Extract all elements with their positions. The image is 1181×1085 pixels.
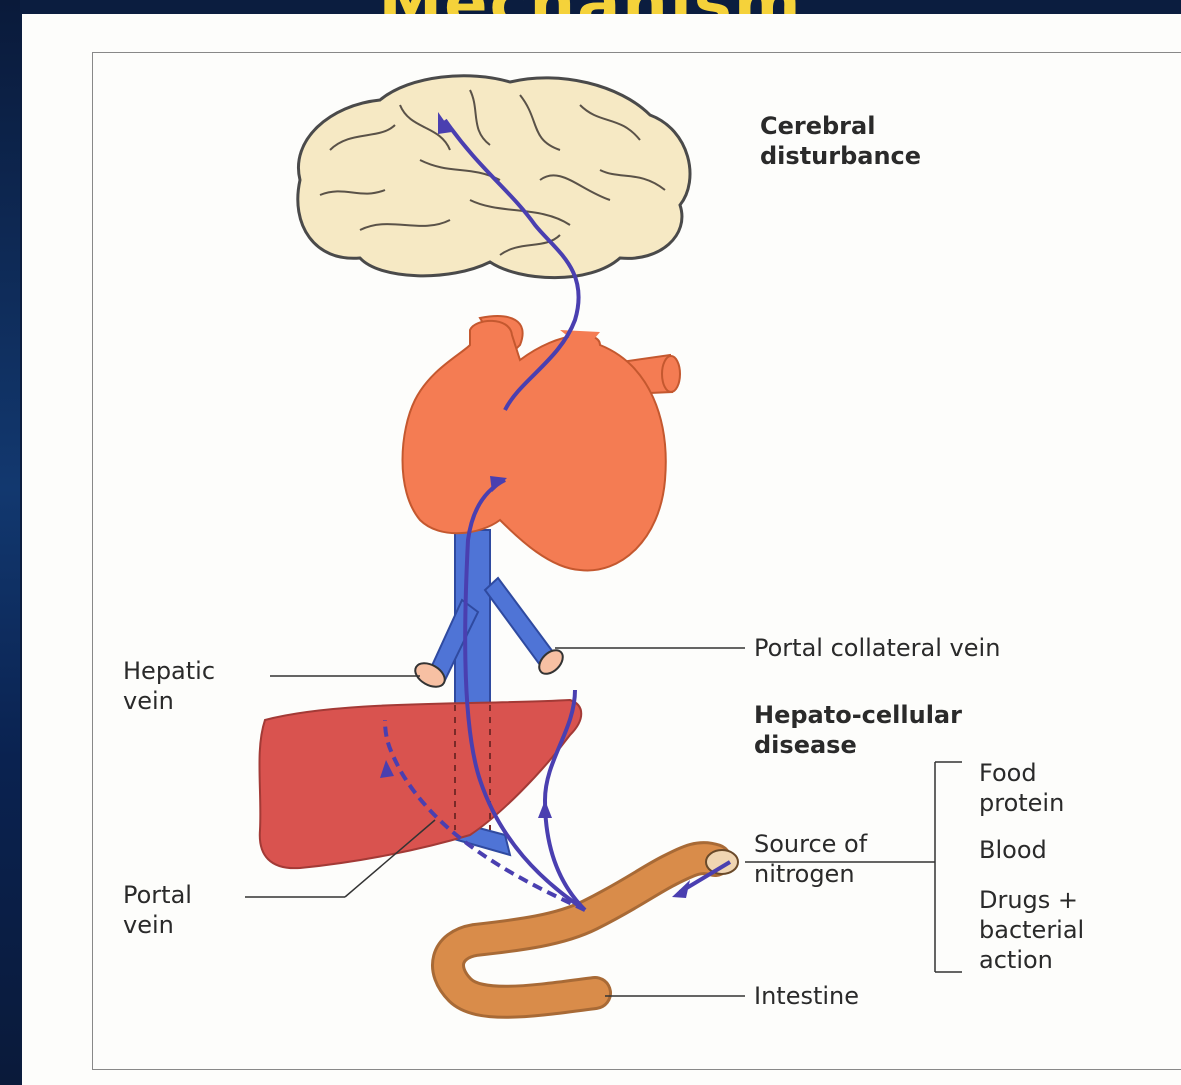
slide-background-strip	[0, 0, 20, 1085]
label-cerebral-disturbance: Cerebral disturbance	[760, 111, 921, 171]
figure-page: Cerebral disturbance Portal collateral v…	[22, 14, 1181, 1085]
heart-illustration	[403, 316, 681, 570]
label-hepato-cellular-disease: Hepato-cellular disease	[754, 700, 962, 760]
label-source-of-nitrogen: Source of nitrogen	[754, 829, 867, 889]
label-drugs-bacterial-action: Drugs + bacterial action	[979, 885, 1084, 975]
label-blood: Blood	[979, 835, 1047, 865]
label-food-protein: Food protein	[979, 758, 1064, 818]
intestine-illustration	[448, 850, 738, 1002]
label-intestine: Intestine	[754, 981, 859, 1011]
label-portal-collateral-vein: Portal collateral vein	[754, 633, 1000, 663]
label-hepatic-vein: Hepatic vein	[123, 656, 215, 716]
liver-illustration	[259, 700, 581, 868]
label-portal-vein: Portal vein	[123, 880, 192, 940]
